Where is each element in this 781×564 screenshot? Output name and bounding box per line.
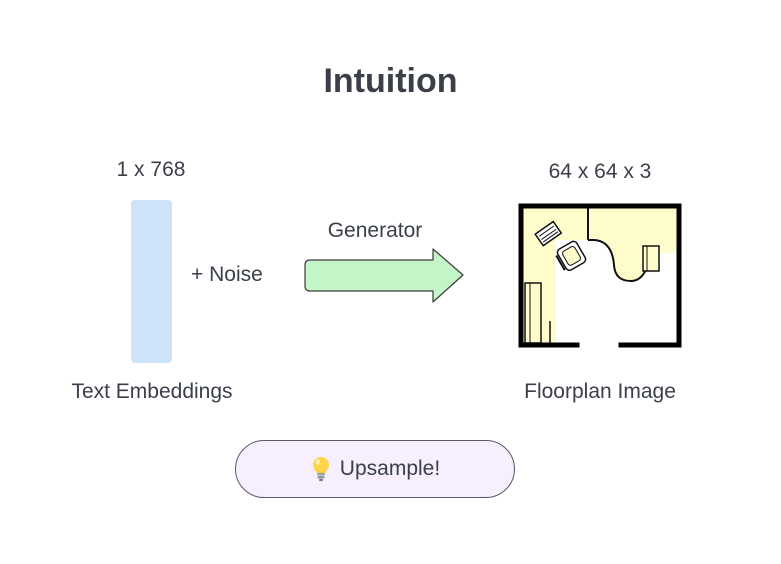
image-dimension-label: 64 x 64 x 3	[548, 160, 652, 183]
embedding-dimension-label: 1 x 768	[116, 158, 186, 181]
upsample-button[interactable]: Upsample!	[235, 440, 515, 498]
lightbulb-icon	[312, 457, 329, 481]
text-embedding-bar	[131, 200, 172, 363]
floorplan-image-caption: Floorplan Image	[524, 380, 676, 403]
noise-label: + Noise	[191, 263, 263, 286]
text-embeddings-caption: Text Embeddings	[71, 380, 233, 403]
floorplan-image	[518, 203, 682, 350]
generator-label: Generator	[327, 219, 423, 242]
upsample-label: Upsample!	[339, 457, 441, 480]
generator-arrow	[304, 248, 464, 303]
diagram-title: Intuition	[323, 62, 458, 100]
